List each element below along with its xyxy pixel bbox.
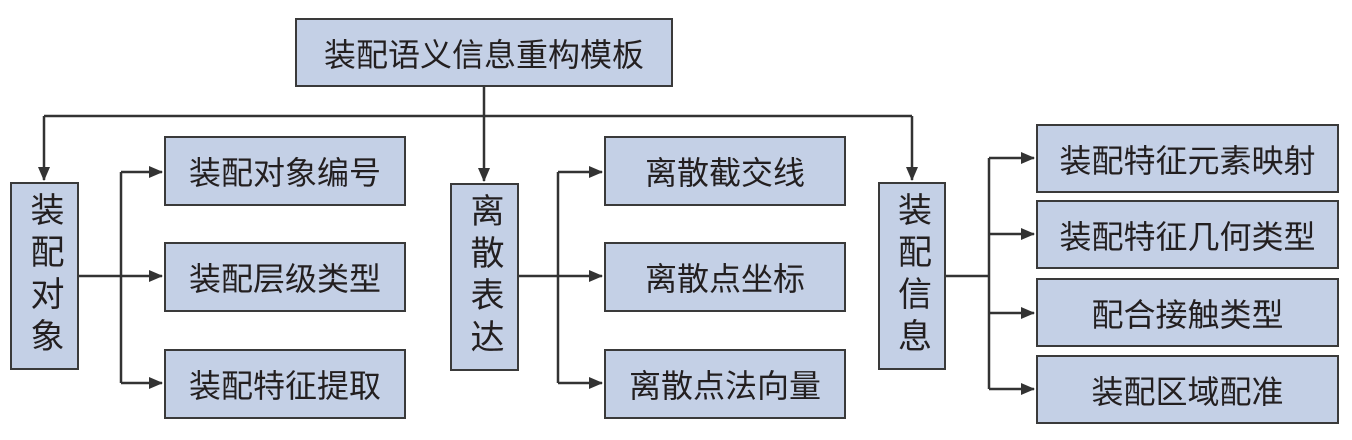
group-label: 装配对象 bbox=[24, 192, 64, 360]
root-node: 装配语义信息重构模板 bbox=[295, 18, 673, 87]
child-label: 装配层级类型 bbox=[188, 260, 381, 298]
group-node-discrete-expression: 离散表达 bbox=[450, 183, 519, 371]
child-label: 装配特征提取 bbox=[188, 367, 381, 405]
group-node-assembly-object: 装配对象 bbox=[10, 182, 79, 370]
child-label: 离散点法向量 bbox=[628, 367, 821, 405]
child-label: 离散点坐标 bbox=[644, 260, 805, 298]
child-node: 装配特征元素映射 bbox=[1036, 124, 1339, 193]
child-node: 装配特征几何类型 bbox=[1036, 200, 1339, 269]
child-node: 离散点坐标 bbox=[604, 242, 846, 312]
child-label: 离散截交线 bbox=[644, 154, 805, 192]
child-node: 装配区域配准 bbox=[1036, 355, 1339, 424]
child-node: 装配对象编号 bbox=[164, 136, 406, 206]
group-label: 离散表达 bbox=[464, 193, 504, 361]
root-label: 装配语义信息重构模板 bbox=[323, 35, 644, 74]
child-label: 配合接触类型 bbox=[1091, 295, 1284, 334]
group-node-assembly-info: 装配信息 bbox=[878, 182, 946, 370]
child-node: 配合接触类型 bbox=[1036, 278, 1339, 347]
child-node: 装配特征提取 bbox=[164, 349, 406, 419]
child-node: 离散点法向量 bbox=[604, 349, 846, 419]
child-node: 装配层级类型 bbox=[164, 242, 406, 312]
child-label: 装配特征元素映射 bbox=[1059, 141, 1316, 180]
group-label: 装配信息 bbox=[891, 192, 932, 360]
child-node: 离散截交线 bbox=[604, 136, 846, 206]
child-label: 装配特征几何类型 bbox=[1059, 217, 1316, 256]
child-label: 装配区域配准 bbox=[1091, 372, 1284, 411]
child-label: 装配对象编号 bbox=[188, 154, 381, 192]
